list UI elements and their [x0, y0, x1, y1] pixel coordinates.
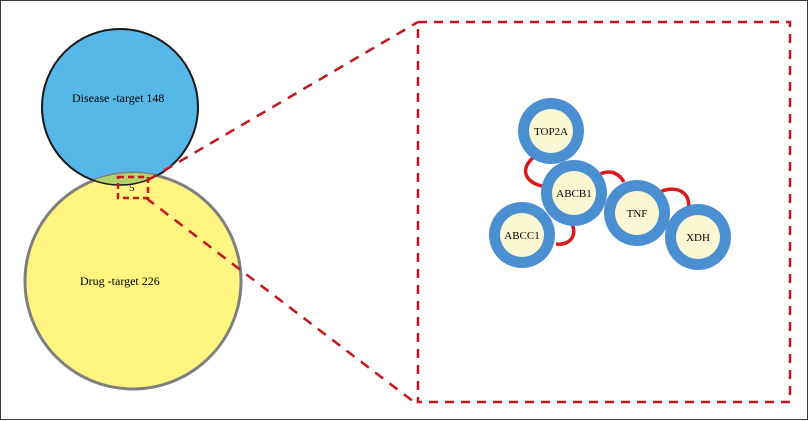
- zoom-connector-bottom: [145, 197, 415, 403]
- edge-top2a-abcb1: [523, 155, 543, 188]
- node-xdh: XDH: [665, 204, 731, 270]
- node-top2a: TOP2A: [518, 98, 584, 164]
- node-abcc1: ABCC1: [489, 202, 555, 268]
- node-abcb1: ABCB1: [541, 160, 607, 226]
- disease-target-outline: [41, 28, 199, 186]
- overlap-highlight-box: [116, 175, 150, 200]
- drug-target-label: Drug -target 226: [80, 274, 160, 288]
- network-zoom-panel: [416, 20, 792, 404]
- zoom-connector-top: [147, 20, 419, 182]
- overlap-count: 5: [129, 182, 135, 194]
- node-core: [500, 213, 544, 257]
- node-core: [676, 215, 720, 259]
- node-core: [615, 191, 659, 235]
- node-label-abcc1: ABCC1: [504, 230, 539, 242]
- node-label-xdh: XDH: [686, 232, 710, 244]
- node-tnf: TNF: [604, 180, 670, 246]
- node-label-top2a: TOP2A: [534, 126, 568, 138]
- disease-target-circle: [41, 28, 199, 186]
- node-core: [552, 171, 596, 215]
- node-label-tnf: TNF: [627, 208, 648, 220]
- disease-target-label: Disease -target 148: [72, 91, 164, 105]
- node-core: [529, 109, 573, 153]
- node-label-abcb1: ABCB1: [556, 188, 591, 200]
